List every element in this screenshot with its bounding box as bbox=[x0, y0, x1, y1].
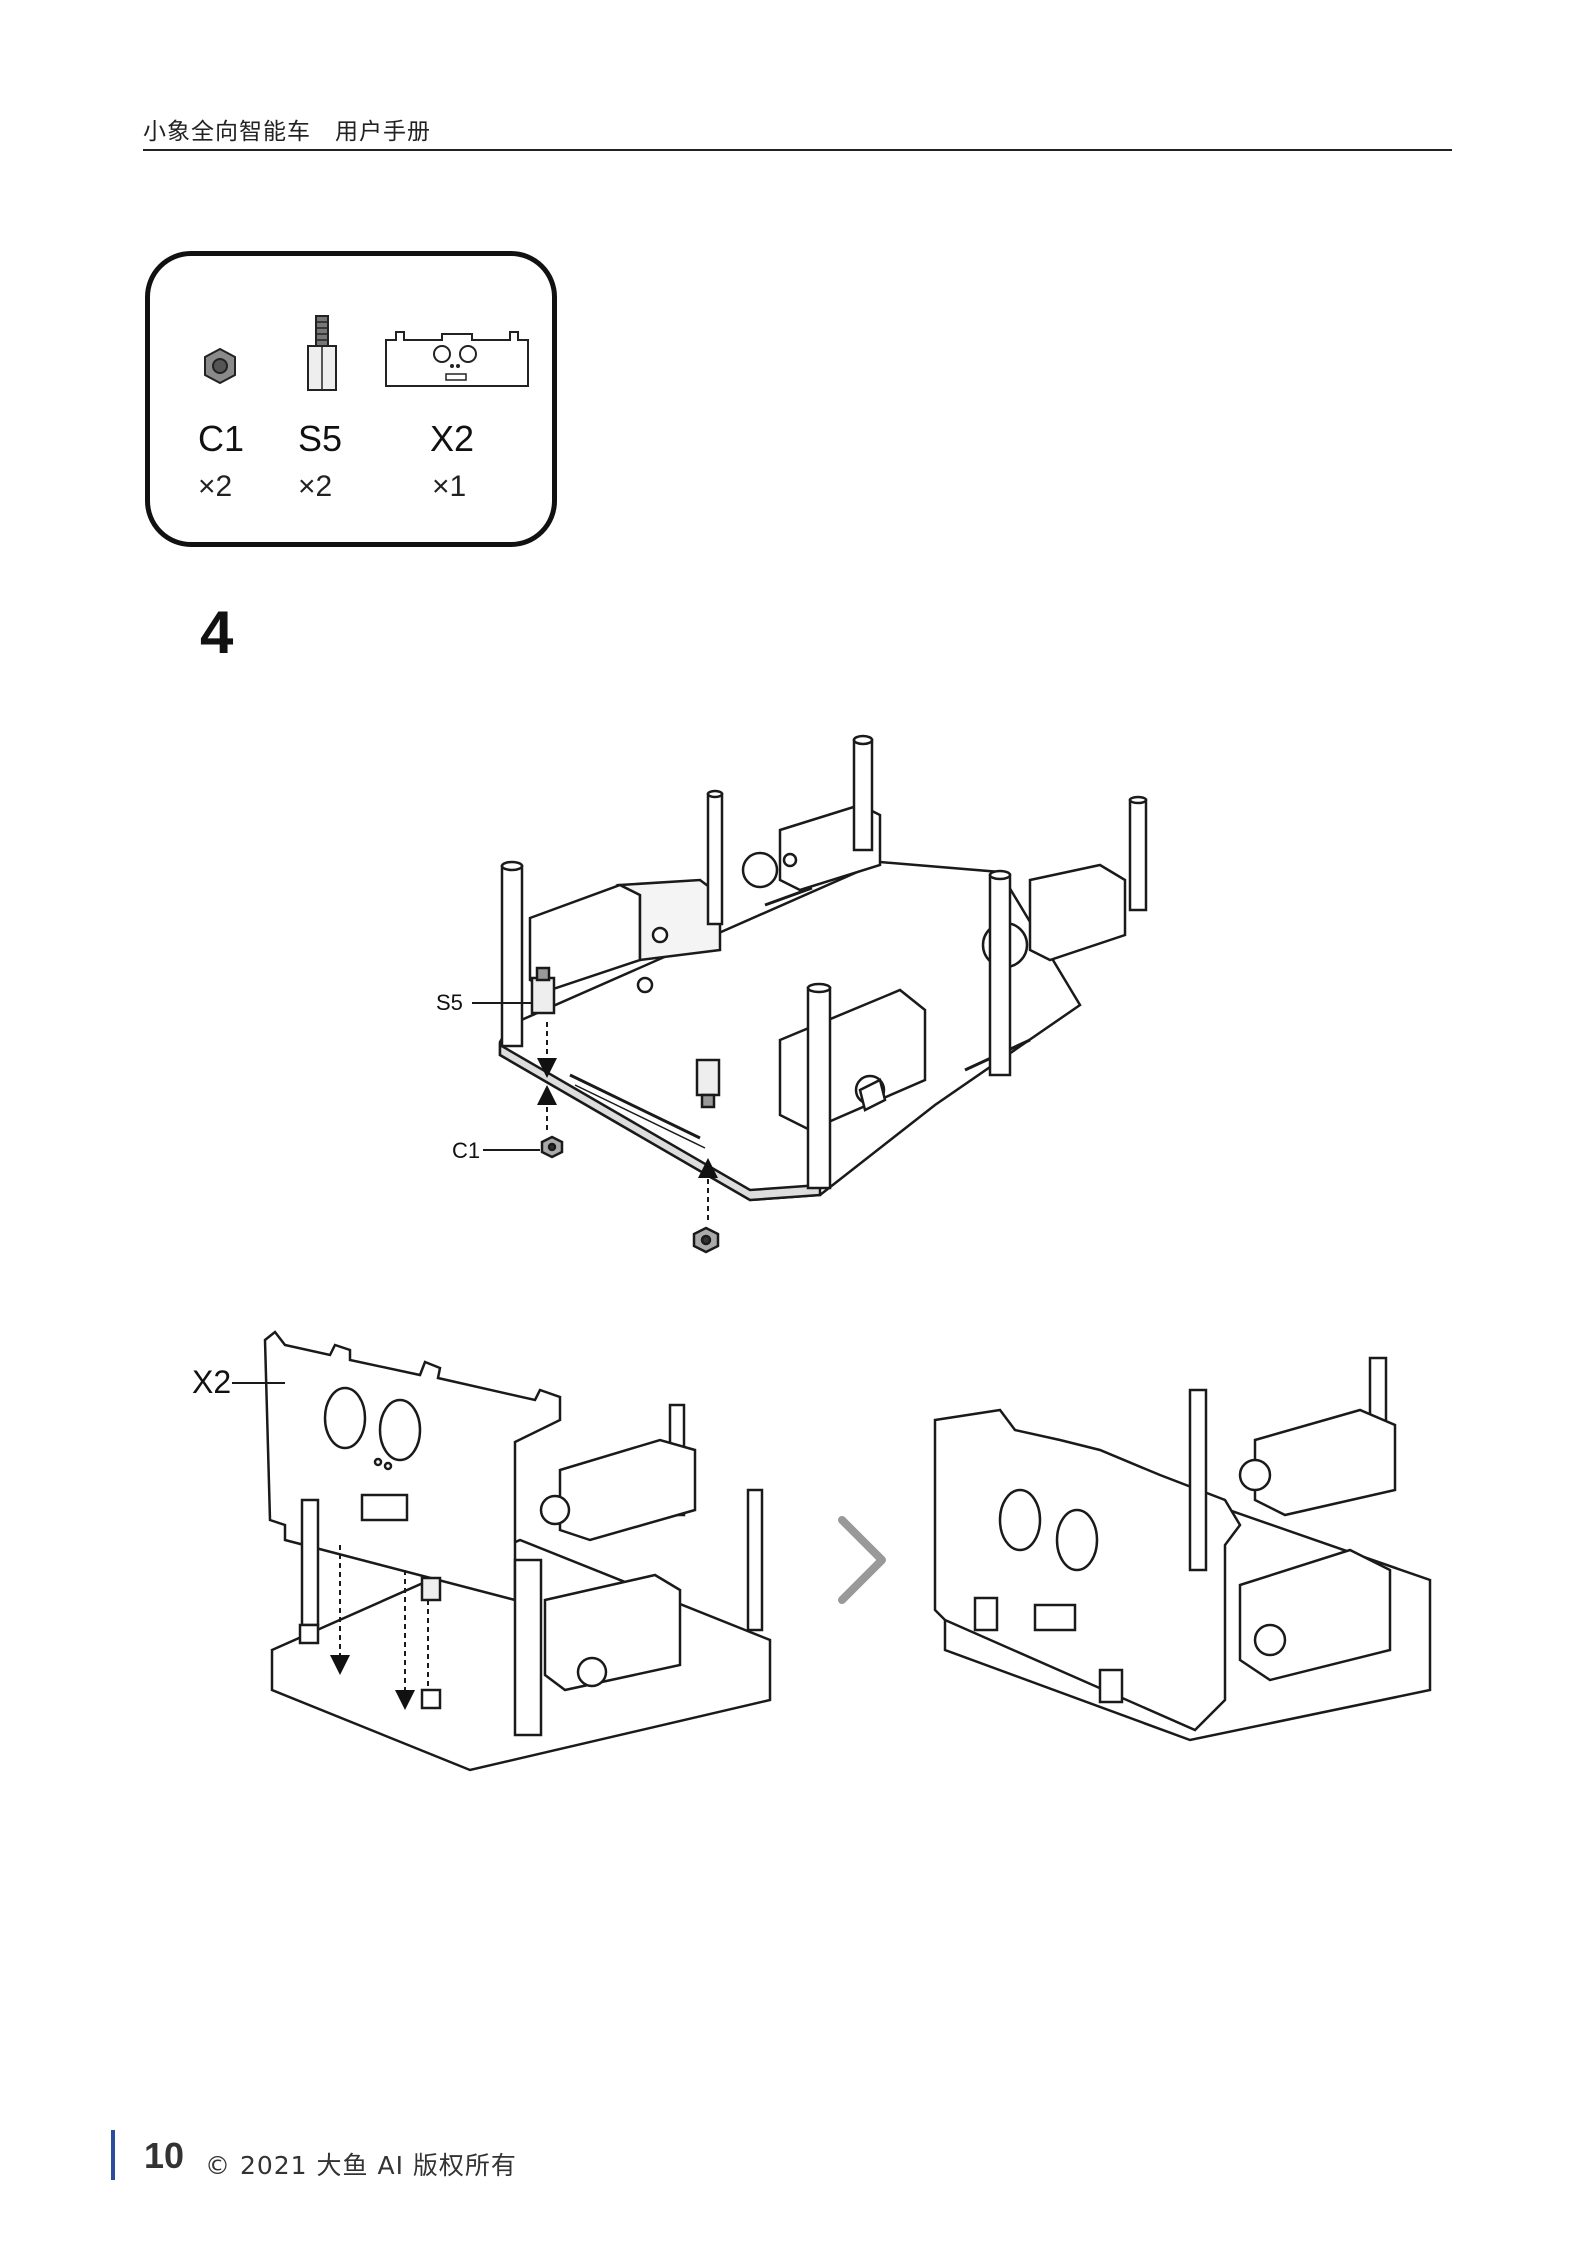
part-qty-c1: ×2 bbox=[198, 470, 233, 503]
copyright-notice: © 2021 大鱼 AI 版权所有 bbox=[205, 2151, 517, 2180]
hex-nut-icon bbox=[204, 347, 236, 385]
callout-label-c1: C1 bbox=[452, 1138, 481, 1163]
assembled-result-diagram bbox=[933, 1356, 1432, 1742]
part-code-s5: S5 bbox=[298, 418, 343, 459]
chassis-diagram bbox=[472, 734, 1148, 1254]
parts-list-box: C1 S5 X2 ×2 ×2 ×1 bbox=[145, 251, 557, 547]
callout-label-x2: X2 bbox=[192, 1364, 232, 1400]
page-number: 10 bbox=[144, 2135, 185, 2176]
sensor-bracket-plate-icon bbox=[385, 331, 529, 387]
front-plate-install-diagram bbox=[232, 1330, 772, 1772]
header-divider bbox=[143, 149, 1452, 151]
standoff-icon bbox=[307, 315, 337, 391]
step-number: 4 bbox=[200, 599, 234, 666]
part-qty-x2: ×1 bbox=[432, 470, 467, 503]
running-header-title: 小象全向智能车 用户手册 bbox=[143, 119, 431, 145]
part-code-c1: C1 bbox=[198, 418, 245, 459]
part-code-x2: X2 bbox=[430, 418, 475, 459]
part-qty-s5: ×2 bbox=[298, 470, 333, 503]
callout-label-s5: S5 bbox=[436, 990, 463, 1015]
footer-accent-bar bbox=[111, 2130, 115, 2180]
next-step-chevron-icon bbox=[838, 1516, 886, 1604]
